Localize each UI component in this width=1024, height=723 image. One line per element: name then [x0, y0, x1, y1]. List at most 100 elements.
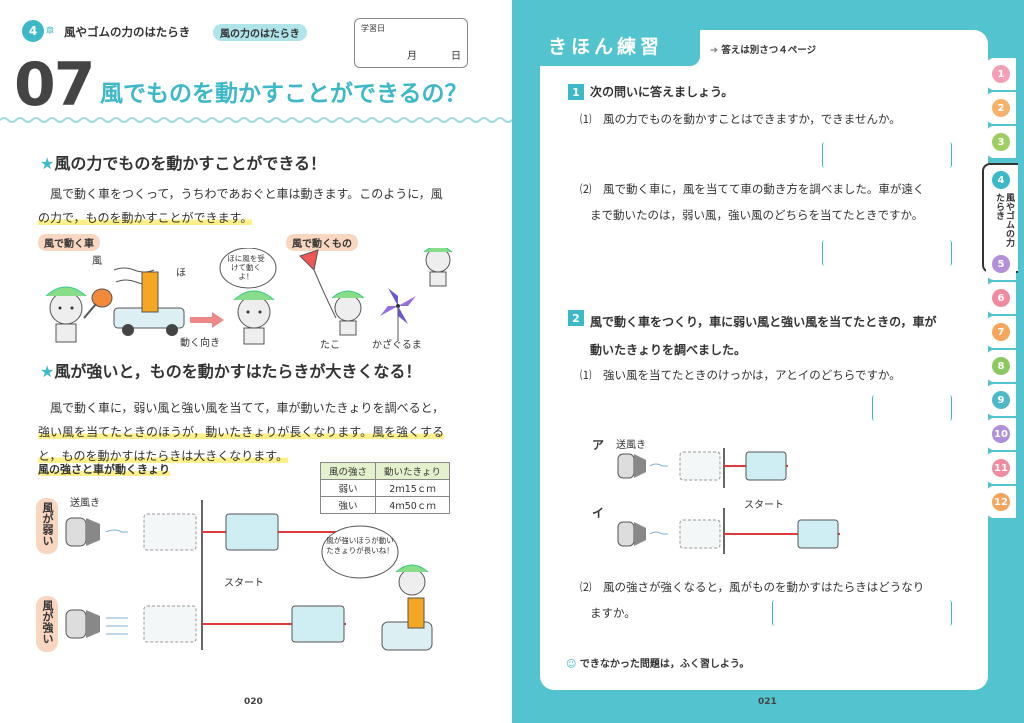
paragraph-1: 風で動く車をつくって，うちわであおぐと車は動きます。このように，風 の力で，もの… — [38, 182, 478, 230]
para2-line3-text: と，ものを動かすはたらきは大きくなります。 — [38, 449, 289, 463]
page-number-right: 021 — [758, 697, 777, 707]
caption-wind: 風 — [92, 256, 102, 267]
date-day: 日 — [451, 51, 461, 62]
section-title-box — [536, 28, 700, 66]
car-start-i-icon — [679, 519, 721, 549]
table-row: 弱い 2ｍ15ｃｍ — [319, 479, 451, 497]
fan-icon — [617, 453, 646, 479]
table-header-row: 風の強さ 動いたきょり — [319, 462, 451, 480]
q2-start-label: スタート — [744, 500, 784, 511]
car-end-strong-icon — [291, 605, 345, 643]
answer-box-q2-2[interactable] — [772, 600, 952, 626]
car-end-i-icon — [797, 519, 839, 549]
tab-num: 11 — [992, 459, 1010, 477]
para2-line2-text: 強い風を当てたときのほうが，動いたきょりが長くなります。風を強くする — [38, 425, 445, 439]
caption-direction: 動く向き — [180, 338, 220, 349]
lesson-title: 風でものを動かすことができるの？ — [100, 81, 468, 107]
right-page — [512, 0, 1024, 723]
illustration-wind-car — [45, 248, 453, 345]
wind-car-icon — [113, 271, 185, 336]
chapter-tab-5[interactable]: 5 — [986, 248, 1016, 280]
unit-suffix: 章 — [46, 26, 54, 35]
smile-icon: ☺ — [566, 659, 577, 670]
q2-sub1: ⑴ 強い風を当てたときのけっかは，アとイのどちらですか。 — [580, 368, 901, 382]
table-title: 風の強さと車が動くきょり — [38, 461, 170, 477]
tab-num: 1 — [992, 65, 1010, 83]
label-strong-wind: 風が強い — [36, 596, 58, 652]
unit-title: 風やゴムの力のはたらき — [64, 25, 191, 39]
car-start-strong-icon — [143, 605, 197, 643]
study-date-box: 学習日 月 日 — [354, 18, 468, 68]
date-label: 学習日 — [361, 24, 385, 33]
q2-diagram — [617, 448, 840, 554]
caption-pinwheel: かざぐるま — [372, 340, 422, 351]
caption-kite: たこ — [320, 340, 340, 351]
q2-text-line1: 風で動く車をつくり，車に弱い風と強い風を当てたときの，車が — [590, 315, 937, 329]
table-header: 動いたきょり — [375, 462, 451, 480]
question-2-number: 2 — [568, 310, 584, 326]
chapter-tab-10[interactable]: 10 — [986, 418, 1016, 450]
exercise-panel — [540, 30, 988, 690]
child-with-fan-icon — [45, 286, 113, 343]
kite-icon — [299, 249, 337, 319]
chapter-tab-1[interactable]: 1 — [986, 58, 1016, 90]
chapter-tab-2[interactable]: 2 — [986, 92, 1016, 124]
review-note-text: できなかった問題は，ふく習しよう。 — [579, 659, 750, 670]
chapter-tab-3[interactable]: 3 — [986, 126, 1016, 158]
heading-wind-moves: ★風の力でものを動かすことができる！ — [40, 150, 326, 174]
chapter-tab-7[interactable]: 7 — [986, 316, 1016, 348]
caption-sail: ほ — [176, 268, 186, 279]
car-start-a-icon — [679, 451, 721, 481]
wave-divider — [0, 117, 512, 123]
chapter-tab-11[interactable]: 11 — [986, 452, 1016, 484]
para1-line2-text: の力で，ものを動かすことができます。 — [38, 211, 253, 225]
chapter-tab-9[interactable]: 9 — [986, 384, 1016, 416]
tab-num: 2 — [992, 99, 1010, 117]
left-page: 4 章 風やゴムの力のはたらき 風の力のはたらき 学習日 月 日 07 風でもの… — [0, 18, 512, 707]
lesson-number: 07 — [14, 50, 95, 120]
para2-line1: 風で動く車に，弱い風と強い風を当てて，車が動いたきょりを調べると， — [50, 401, 445, 415]
label-a: ア — [592, 438, 605, 452]
speech-bubble-2: 風が強いほうが動いたきょりが長いね！ — [326, 536, 394, 555]
chapter-tab-6[interactable]: 6 — [986, 282, 1016, 314]
tab-num: 5 — [992, 255, 1010, 273]
tab-num: 8 — [992, 357, 1010, 375]
q1-sub2-line1: ⑵ 風で動く車に，風を当てて車の動き方を調べました。車が遠く — [580, 182, 925, 196]
weak-label-text: 風が弱い — [41, 502, 54, 546]
tab-num: 12 — [992, 493, 1010, 511]
q2-fan-label: 送風き — [616, 440, 646, 451]
q2-sub2-line1: ⑵ 風の強さが強くなると，風がものを動かすはたらきはどうなり — [580, 580, 925, 594]
section-title: きほん練習 — [548, 36, 664, 58]
date-month: 月 — [407, 51, 417, 62]
strong-label-text: 風が強い — [41, 600, 54, 644]
child-character-icon — [233, 290, 275, 345]
chapter-tab-8[interactable]: 8 — [986, 350, 1016, 382]
answer-box-q2-1[interactable] — [872, 395, 952, 421]
answer-ref-text: 答えは別さつ４ページ — [721, 45, 817, 56]
para2-line3: と，ものを動かすはたらきは大きくなります。 — [38, 444, 478, 468]
speech-bubble-1: ほに風を受けて動くよ！ — [227, 254, 265, 281]
child-pinwheel-icon — [423, 248, 453, 287]
chapter-tab-12[interactable]: 12 — [986, 486, 1016, 518]
illustration-distance — [65, 500, 433, 651]
table-cell: 2ｍ15ｃｍ — [375, 479, 451, 497]
label-weak-wind: 風が弱い — [36, 498, 58, 554]
tab-num: 9 — [992, 391, 1010, 409]
table-row: 強い 4ｍ50ｃｍ — [319, 496, 451, 514]
question-2-text: 風で動く車をつくり，車に弱い風と強い風を当てたときの，車が 動いたきょりを調べま… — [590, 308, 936, 364]
q2-text-line2: 動いたきょりを調べました。 — [590, 343, 747, 357]
heading-text: 風の力でものを動かすことができる！ — [54, 154, 327, 173]
table-cell: 4ｍ50ｃｍ — [375, 496, 451, 514]
tab-num: 6 — [992, 289, 1010, 307]
review-note: ☺ できなかった問題は，ふく習しよう。 — [566, 655, 749, 670]
tab-num: 3 — [992, 133, 1010, 151]
answer-box-q1-1[interactable] — [822, 142, 952, 168]
car-start-weak-icon — [143, 513, 197, 551]
table-cell: 弱い — [319, 479, 377, 497]
fan-icon — [65, 517, 100, 547]
arrow-right-icon: ➔ — [710, 45, 718, 56]
answer-box-q1-2[interactable] — [822, 240, 952, 266]
para1-line2: の力で，ものを動かすことができます。 — [38, 206, 478, 230]
q2-sub2: ⑵ 風の強さが強くなると，風がものを動かすはたらきはどうなり ますか。 — [580, 574, 924, 626]
unit-badge: 4 — [22, 20, 44, 42]
